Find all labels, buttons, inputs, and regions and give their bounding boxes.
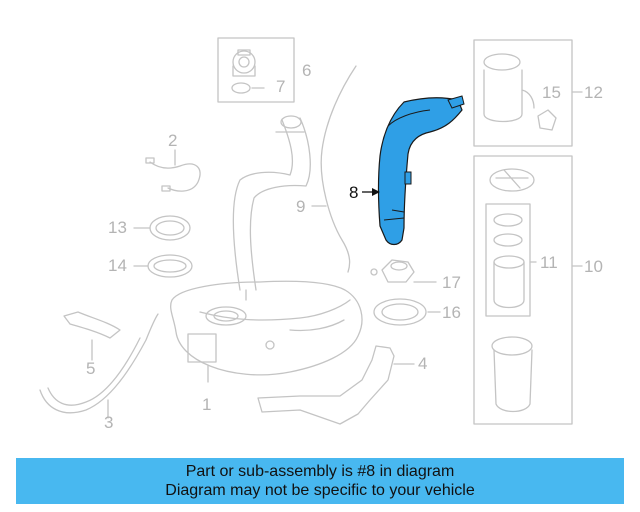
callout-8: 8 bbox=[349, 183, 359, 202]
callout-16: 16 bbox=[442, 303, 461, 322]
strap-part-3 bbox=[39, 313, 159, 419]
fuel-cap-part bbox=[217, 37, 295, 103]
retaining-ring-part bbox=[373, 298, 441, 326]
sender-unit-box bbox=[473, 155, 583, 425]
filler-neck-part-8 bbox=[377, 95, 465, 246]
callout-14: 14 bbox=[108, 256, 127, 275]
callout-10: 10 bbox=[584, 257, 603, 276]
callout-12: 12 bbox=[584, 83, 603, 102]
fuel-tank-part bbox=[170, 280, 363, 383]
parts-diagram bbox=[39, 37, 583, 425]
callout-6: 6 bbox=[302, 61, 312, 80]
lock-ring-part bbox=[133, 215, 191, 241]
callout-1: 1 bbox=[202, 395, 212, 414]
banner-line-2: Diagram may not be specific to your vehi… bbox=[165, 482, 475, 499]
pump-module-box bbox=[473, 39, 583, 147]
notice-banner: Part or sub-assembly is #8 in diagram Di… bbox=[16, 458, 624, 504]
callout-4: 4 bbox=[418, 354, 428, 373]
heat-shield-part bbox=[257, 345, 415, 425]
filler-pipe-part bbox=[232, 115, 311, 291]
callout-17: 17 bbox=[442, 273, 461, 292]
sensor-wire-part bbox=[145, 149, 201, 192]
callout-13: 13 bbox=[108, 218, 127, 237]
callout-11: 11 bbox=[540, 253, 558, 272]
callout-5: 5 bbox=[86, 359, 96, 378]
vent-tube-part bbox=[311, 65, 357, 273]
strap-part-5 bbox=[63, 311, 121, 361]
callout-7: 7 bbox=[276, 77, 286, 96]
seal-part bbox=[133, 254, 193, 278]
callout-15: 15 bbox=[542, 83, 561, 102]
callout-3: 3 bbox=[104, 413, 114, 432]
valve-part bbox=[370, 259, 437, 283]
callout-2: 2 bbox=[168, 131, 178, 150]
callout-8-arrow bbox=[362, 188, 380, 196]
banner-line-1: Part or sub-assembly is #8 in diagram bbox=[185, 463, 455, 480]
callout-9: 9 bbox=[296, 197, 306, 216]
